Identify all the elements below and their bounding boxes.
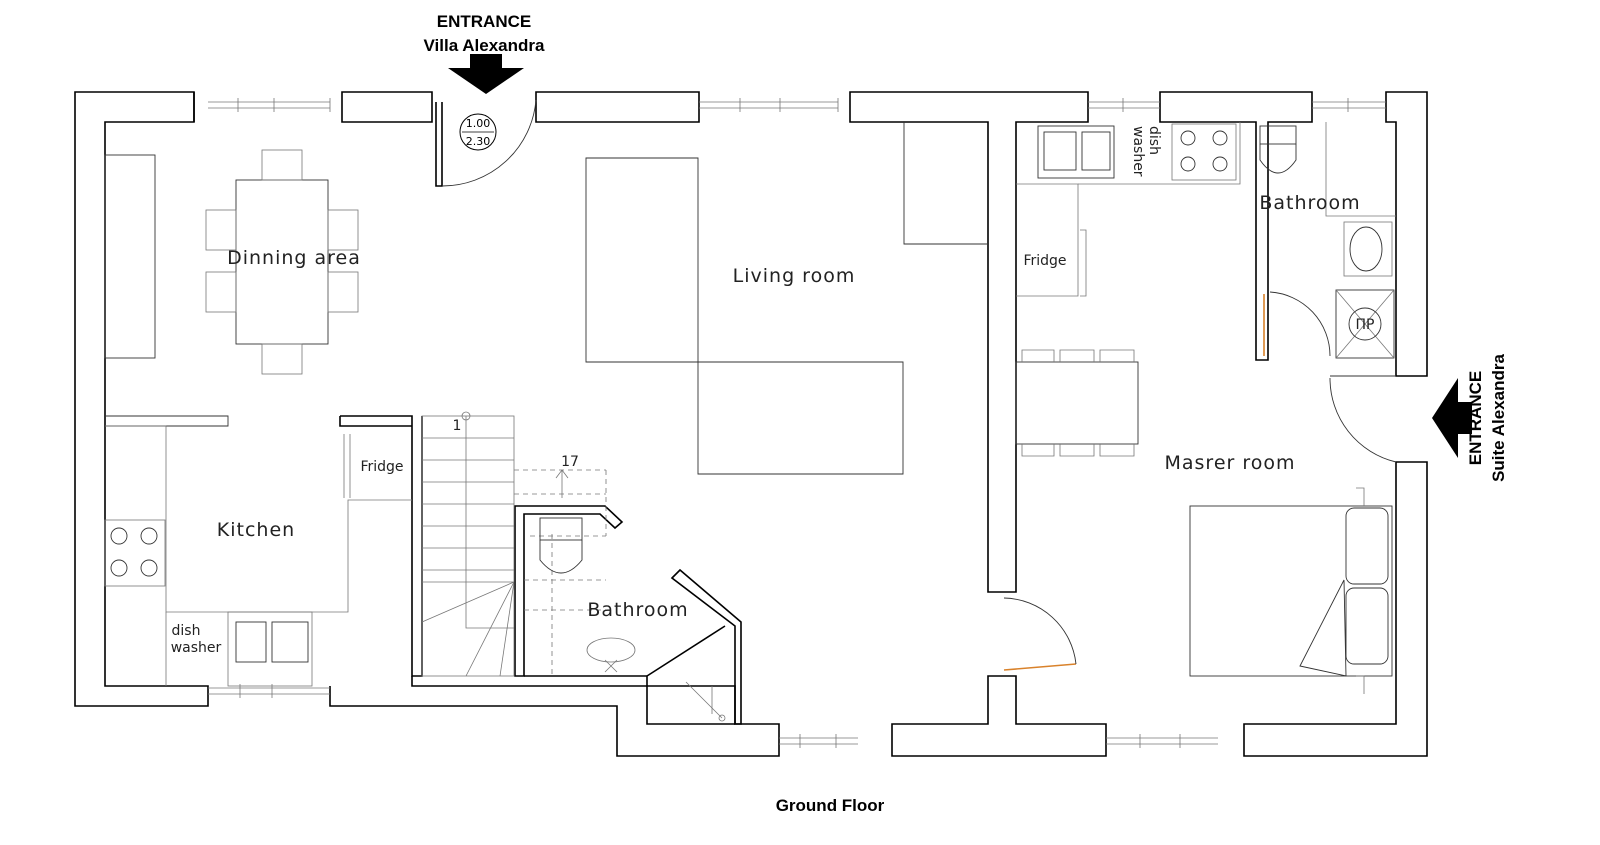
kitchen-counters — [104, 425, 412, 687]
main-bathroom-label: Bathroom — [587, 599, 688, 621]
kitchen-fridge-label: Fridge — [360, 459, 403, 475]
door-height-label: 2.30 — [466, 135, 491, 148]
suite-bathroom-fixtures — [1259, 122, 1396, 359]
master-room-label: Masrer room — [1164, 452, 1295, 474]
suite-kitchenette — [1016, 122, 1241, 297]
suite-dining — [1015, 349, 1139, 457]
kitchen-dishwasher-label-line2: washer — [171, 640, 222, 656]
windows — [208, 98, 1386, 748]
suite-fridge-label: Fridge — [1023, 253, 1066, 269]
dining-sideboard — [104, 154, 156, 359]
suite-entrance-line1: ENTRANCE — [1466, 371, 1485, 465]
main-entrance-arrow — [448, 54, 524, 94]
suite-bathroom-label: Bathroom — [1259, 192, 1360, 214]
dining-area-label: Dinning area — [227, 247, 361, 269]
main-bathroom-fixtures — [539, 517, 726, 722]
exterior-walls — [74, 91, 1428, 757]
dining-table — [205, 149, 359, 375]
suite-dishwasher-label-line1: dish — [1146, 126, 1162, 155]
staircase — [421, 411, 607, 677]
stair-last-step-label: 17 — [561, 454, 579, 470]
suite-entrance-line2: Suite Alexandra — [1489, 354, 1508, 482]
kitchen-dishwasher-label-line1: dish — [172, 623, 201, 639]
master-bed — [1189, 487, 1393, 694]
plan-title: Ground Floor — [776, 796, 885, 815]
suite-entrance-arrow — [1432, 378, 1472, 458]
door-width-label: 1.00 — [466, 117, 491, 130]
doors — [435, 99, 1397, 671]
living-room-label: Living room — [733, 265, 856, 287]
suite-dishwasher-label-line2: washer — [1130, 126, 1146, 177]
door-size-tag: 1.00 2.30 — [459, 113, 497, 151]
stair-first-step-label: 1 — [453, 418, 462, 434]
main-entrance-line2: Villa Alexandra — [424, 36, 545, 55]
shower-tray-label: ΠΡ — [1356, 317, 1375, 333]
living-sofas — [585, 122, 988, 475]
main-entrance-line1: ENTRANCE — [437, 12, 531, 31]
kitchen-label: Kitchen — [217, 519, 295, 541]
